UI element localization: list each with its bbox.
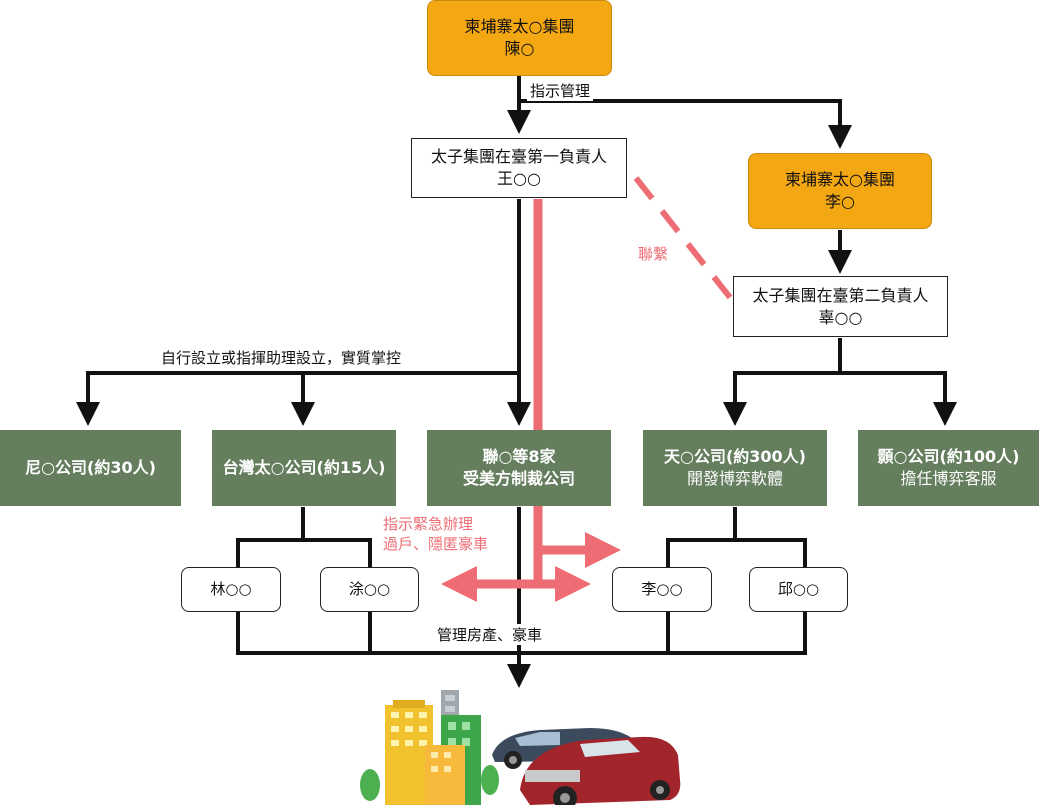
taiwan-tai-company-name: 台灣太○公司(約15人) xyxy=(222,458,386,478)
urgent-label-line2: 過戶、隱匿豪車 xyxy=(383,534,489,553)
buildings-illustration xyxy=(360,690,499,805)
xian-company-desc: 擔任博弈客服 xyxy=(900,469,997,488)
urgent-label: 指示緊急辦理 過戶、隱匿豪車 xyxy=(380,515,491,554)
urgent-label-line1: 指示緊急辦理 xyxy=(383,515,474,533)
directive-label: 指示管理 xyxy=(527,80,594,101)
tian-company-desc: 開發博弈軟體 xyxy=(686,469,783,488)
ni-company-name: 尼○公司(約30人) xyxy=(25,458,156,478)
xian-company-name: 顥○公司(約100人) xyxy=(877,447,1020,467)
leader-li-node: 柬埔寨太○集團 李○ xyxy=(748,153,932,229)
assets-label: 管理房產、豪車 xyxy=(434,624,546,645)
gu-name: 辜○○ xyxy=(818,307,863,327)
person-li2: 李○○ xyxy=(612,567,712,612)
gu-title: 太子集團在臺第二負責人 xyxy=(752,285,929,305)
ni-company-node: 尼○公司(約30人) xyxy=(0,430,181,506)
lian-company-desc: 受美方制裁公司 xyxy=(462,469,575,488)
xian-company-node: 顥○公司(約100人) 擔任博弈客服 xyxy=(858,430,1039,506)
leader-chen-name: 陳○ xyxy=(504,39,535,58)
person-qiu: 邱○○ xyxy=(749,567,848,612)
gu-node: 太子集團在臺第二負責人 辜○○ xyxy=(733,276,948,337)
wang-node: 太子集團在臺第一負責人 王○○ xyxy=(411,138,627,198)
person-tu: 涂○○ xyxy=(320,567,419,612)
person-lin: 林○○ xyxy=(181,567,281,612)
tian-company-name: 天○公司(約300人) xyxy=(664,447,806,467)
leader-chen-org: 柬埔寨太○集團 xyxy=(464,17,575,37)
wang-title: 太子集團在臺第一負責人 xyxy=(430,147,607,167)
taiwan-tai-company-node: 台灣太○公司(約15人) xyxy=(212,430,396,506)
lian-company-name: 聯○等8家 xyxy=(482,447,556,467)
wang-name: 王○○ xyxy=(497,169,541,188)
cars-illustration xyxy=(492,728,681,805)
contact-label: 聯繫 xyxy=(638,245,669,263)
lian-company-node: 聯○等8家 受美方制裁公司 xyxy=(427,430,611,506)
leader-chen-node: 柬埔寨太○集團 陳○ xyxy=(427,0,612,76)
leader-li-name: 李○ xyxy=(825,192,855,211)
tian-company-node: 天○公司(約300人) 開發博弈軟體 xyxy=(643,430,827,506)
control-label: 自行設立或指揮助理設立，實質掌控 xyxy=(158,347,405,368)
leader-li-org: 柬埔寨太○集團 xyxy=(785,170,895,190)
